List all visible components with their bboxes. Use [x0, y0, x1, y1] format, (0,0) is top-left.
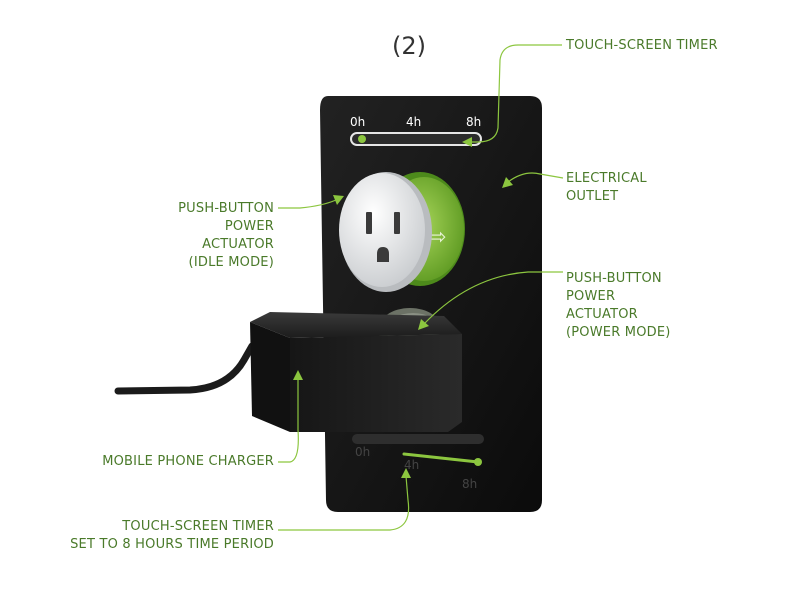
timer-bottom-tick-4h: 4h: [404, 458, 419, 472]
leader-push-button-power: [423, 271, 563, 325]
leader-timer-set: [278, 475, 410, 531]
leader-mobile-phone-charger: [278, 378, 299, 463]
outlet-ground-hole: [377, 247, 389, 262]
callout-line: MOBILE PHONE CHARGER: [102, 454, 274, 469]
arrow-icon: ⇨: [428, 225, 446, 250]
callout-electrical-outlet: ELECTRICAL OUTLET: [566, 170, 647, 206]
callout-line: POWER: [224, 219, 274, 234]
callout-line: PUSH-BUTTON: [566, 271, 662, 286]
callout-line: TOUCH-SCREEN TIMER: [566, 38, 718, 53]
timer-bottom-indicator: [474, 458, 482, 466]
callout-line: TOUCH-SCREEN TIMER: [122, 519, 274, 534]
callout-line: POWER: [566, 289, 616, 304]
callout-push-button-idle: PUSH-BUTTON POWER ACTUATOR (IDLE MODE): [150, 200, 274, 272]
timer-top-track[interactable]: [350, 132, 482, 146]
callout-mobile-phone-charger: MOBILE PHONE CHARGER: [80, 453, 274, 471]
outlet-panel: [320, 96, 542, 512]
callout-line: ELECTRICAL: [566, 171, 647, 186]
timer-bottom-fill: [402, 452, 480, 464]
timer-top-indicator: [358, 135, 366, 143]
timer-bottom[interactable]: 0h 4h 8h: [352, 434, 484, 491]
callout-line: PUSH-BUTTON: [178, 201, 274, 216]
timer-top-tick-4h: 4h: [406, 115, 421, 129]
outlet-slot-right: [394, 212, 400, 234]
leader-push-button-idle: [278, 199, 337, 209]
callout-push-button-power: PUSH-BUTTON POWER ACTUATOR (POWER MODE): [566, 270, 671, 342]
mobile-phone-charger: [250, 312, 462, 432]
callout-line: ACTUATOR: [566, 307, 638, 322]
callout-touch-screen-timer: TOUCH-SCREEN TIMER: [566, 37, 718, 55]
timer-bottom-tick-8h: 8h: [462, 477, 477, 491]
timer-top-tick-8h: 8h: [466, 115, 481, 129]
figure-number: (2): [392, 32, 426, 60]
timer-top-tick-0h: 0h: [350, 115, 365, 129]
charger-cable: [114, 342, 256, 395]
outlet-slot-left: [366, 212, 372, 234]
callout-line: OUTLET: [566, 189, 619, 204]
leader-electrical-outlet: [507, 172, 564, 183]
callout-line: ACTUATOR: [202, 237, 274, 252]
leader-lines: [278, 44, 564, 531]
leader-arrowheads: [293, 137, 513, 478]
timer-top[interactable]: 0h 4h 8h: [350, 115, 482, 146]
callout-line: (IDLE MODE): [188, 255, 274, 270]
leader-touch-screen-timer: [470, 44, 562, 143]
callout-timer-set: TOUCH-SCREEN TIMER SET TO 8 HOURS TIME P…: [40, 518, 274, 554]
callout-line: SET TO 8 HOURS TIME PERIOD: [70, 537, 274, 552]
timer-bottom-track[interactable]: [352, 434, 484, 444]
outlet-receptacle: [339, 172, 432, 292]
callout-line: (POWER MODE): [566, 325, 671, 340]
timer-bottom-tick-0h: 0h: [355, 445, 370, 459]
